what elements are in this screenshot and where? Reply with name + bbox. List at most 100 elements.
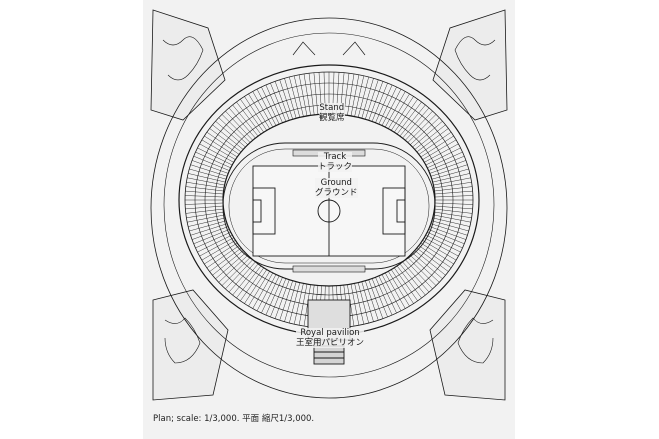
- stand-label-en: Stand: [319, 103, 345, 113]
- seating-row-line: [396, 101, 422, 135]
- seating-row-line: [375, 277, 393, 316]
- seating-row-line: [201, 139, 236, 160]
- seating-row-line: [252, 91, 273, 128]
- seating-row-line: [197, 234, 233, 253]
- seating-row-line: [193, 229, 230, 245]
- seating-row-line: [279, 280, 293, 321]
- seating-row-line: [293, 75, 304, 117]
- seating-row-line: [361, 78, 374, 119]
- seating-row-line: [228, 107, 256, 139]
- seating-row-line: [308, 73, 315, 115]
- seating-row-line: [185, 202, 224, 205]
- corner-block-bottom-left: [152, 289, 229, 401]
- seating-row-line: [187, 214, 225, 223]
- seating-row-line: [433, 211, 472, 219]
- seating-row-line: [430, 164, 468, 177]
- seating-row-line: [232, 263, 259, 296]
- seating-row-line: [206, 132, 240, 155]
- seating-row-line: [188, 173, 226, 183]
- stand-label: Stand 観覧席: [319, 103, 345, 123]
- seating-row-line: [199, 237, 234, 257]
- seating-row-line: [354, 283, 365, 325]
- seating-row-line: [424, 143, 459, 163]
- track-label-en: Track: [323, 152, 347, 162]
- seating-row-line: [185, 195, 224, 198]
- ground-label-en: Ground: [320, 178, 352, 188]
- seating-row-line: [402, 107, 430, 139]
- seating-row-line: [215, 252, 246, 279]
- seating-row-line: [429, 226, 467, 240]
- royal-pavilion-label-jp: 王室用パビリオン: [296, 338, 365, 348]
- seating-row-line: [412, 121, 443, 148]
- site-outer-ring: [150, 17, 508, 399]
- seating-row-line: [385, 272, 406, 309]
- seating-row-line: [434, 205, 473, 210]
- seating-row-line: [215, 121, 246, 148]
- seating-row-line: [422, 139, 457, 160]
- stadium-plan-drawing: [150, 9, 508, 401]
- seating-row-line: [425, 234, 461, 253]
- seating-row-line: [186, 211, 225, 219]
- seating-row-line: [187, 177, 225, 186]
- seating-row-line: [414, 250, 446, 276]
- seating-row-line: [425, 147, 461, 166]
- seating-row-line: [293, 283, 304, 325]
- seating-row-line: [204, 135, 238, 158]
- seating-row-line: [350, 284, 360, 326]
- seating-row-line: [190, 223, 228, 236]
- seating-row-line: [185, 205, 224, 210]
- seating-row-line: [388, 271, 410, 307]
- seating-row-line: [244, 96, 267, 131]
- plan-caption: Plan; scale: 1/3,000. 平面 縮尺1/3,000.: [153, 414, 315, 424]
- seating-row-line: [190, 164, 228, 177]
- seating-row-line: [433, 177, 471, 186]
- seating-row-line: [354, 75, 365, 117]
- corner-block-bottom-right: [429, 289, 506, 401]
- seating-row-line: [405, 110, 433, 141]
- seating-row-line: [385, 91, 406, 128]
- seating-row-line: [434, 195, 473, 198]
- seating-row-line: [289, 76, 301, 118]
- seating-row-line: [424, 237, 459, 257]
- seating-row-line: [416, 247, 449, 272]
- seating-row-line: [197, 147, 233, 166]
- seating-row-line: [232, 104, 259, 137]
- seating-row-line: [195, 151, 231, 169]
- seating-row-line: [248, 271, 270, 307]
- seating-row-line: [221, 257, 251, 286]
- seating-row-line: [434, 190, 473, 195]
- ground-label: Ground グラウンド: [315, 178, 358, 198]
- seating-row-line: [410, 117, 440, 145]
- seating-row-line: [391, 269, 414, 304]
- seating-row-line: [189, 220, 227, 232]
- seating-row-line: [368, 81, 384, 121]
- seating-row-line: [381, 274, 402, 312]
- corner-block-top-left: [150, 9, 226, 121]
- seating-row-line: [228, 261, 256, 293]
- seating-row-line: [427, 231, 463, 249]
- seating-row-line: [201, 240, 236, 261]
- seating-row-line: [361, 281, 374, 322]
- seating-row-line: [420, 135, 454, 158]
- seating-row-line: [298, 284, 308, 326]
- seating-row-line: [378, 275, 397, 314]
- seating-row-line: [193, 155, 230, 171]
- seating-row-line: [284, 281, 297, 322]
- seating-row-line: [204, 242, 238, 265]
- seating-row-line: [236, 265, 262, 299]
- seating-row-line: [405, 259, 433, 290]
- seating-row-line: [431, 220, 469, 232]
- seating-row-line: [212, 250, 244, 276]
- seating-row-line: [209, 247, 242, 272]
- seating-row-line: [347, 284, 355, 327]
- seating-row-line: [209, 128, 242, 153]
- seating-row-line: [186, 181, 225, 189]
- seating-row-line: [365, 280, 379, 321]
- seating-row-line: [221, 114, 251, 143]
- center-circle: [317, 199, 341, 223]
- seating-row-line: [407, 257, 437, 286]
- seating-row-line: [188, 217, 226, 227]
- seating-row-line: [428, 229, 465, 245]
- seating-row-line: [218, 117, 248, 145]
- seating-row-line: [365, 79, 379, 120]
